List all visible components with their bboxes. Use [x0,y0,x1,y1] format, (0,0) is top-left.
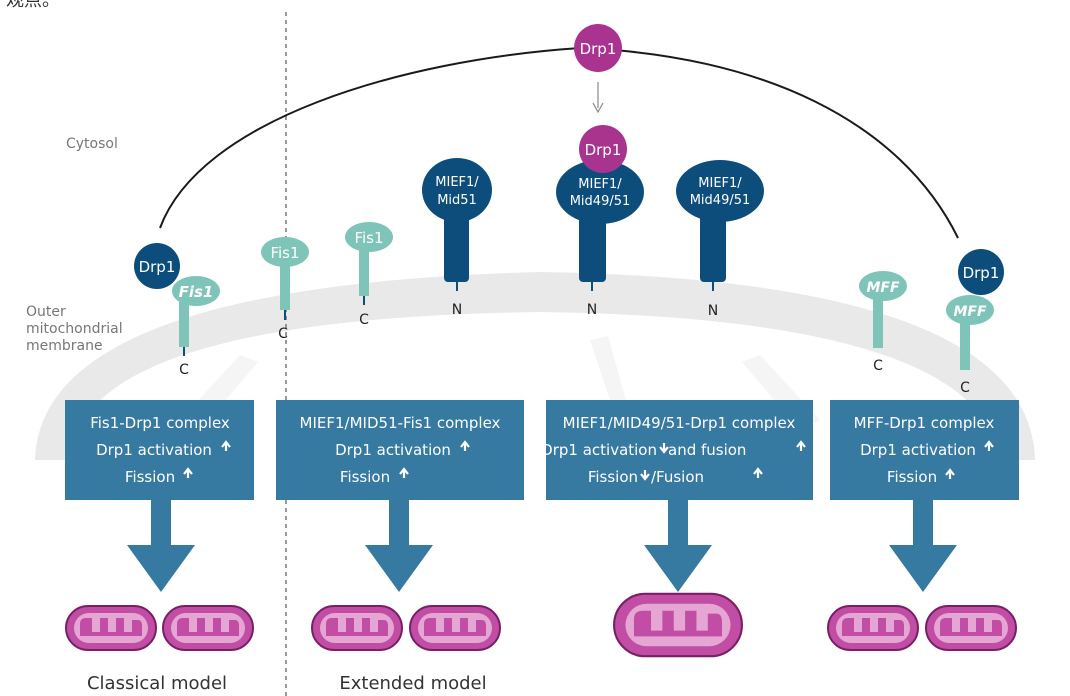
mff-a-label: MFF [866,280,899,296]
fis1-standalone-a [261,237,309,320]
mief1-mid4951 [676,160,764,291]
mief1-mid51 [422,158,492,291]
classical-fis1-label: Fis1 [179,283,214,301]
mff-b-c-terminal: C [960,380,970,396]
mitochondrion-extended-1 [311,605,403,651]
cytosolic-drp1-label: Drp1 [580,40,617,58]
box3-fusion2-up-icon [753,467,763,478]
box4-activation-up-icon [984,440,994,451]
fis1-standalone-b [345,222,393,305]
mff-drp1-label: Drp1 [963,264,1000,282]
box2-title: MIEF1/MID51-Fis1 complex [300,414,501,432]
box-mff-drp1 [830,400,1019,592]
mff-a-c-terminal: C [873,358,883,374]
omm-label-1: Outer [26,304,66,320]
omm-label-2: mitochondrial [26,321,123,337]
box4-title: MFF-Drp1 complex [854,414,995,432]
fis1-a-label: Fis1 [270,244,299,262]
mief1-mid4951-a-line2: Mid49/51 [570,194,631,209]
mief1-mid4951-drp1 [556,125,644,291]
extended-model-label: Extended model [339,673,486,694]
mid51-n-terminal: N [452,302,462,318]
box3-title: MIEF1/MID49/51-Drp1 complex [563,414,796,432]
top-partial-text: 观点。 [6,0,60,11]
box3-fusion: and fusion [668,441,746,459]
classical-c-terminal: C [179,362,189,378]
mief1-mid4951-b-line2: Mid49/51 [690,193,751,208]
box1-activation-up-icon [221,440,231,451]
box3-fission: Fission [588,468,638,486]
mitochondrion-mff-1 [827,605,919,651]
box2-fission-up-icon [399,467,409,478]
box3-fusion-up-icon [796,440,806,451]
fis1-a-c-terminal: C [278,326,288,342]
box1-fission-up-icon [183,467,193,478]
box1-title: Fis1-Drp1 complex [90,414,230,432]
box-mief1-mid4951-drp1 [546,400,813,592]
mitochondrion-mff-2 [925,605,1017,651]
cytosol-label: Cytosol [66,136,118,152]
box4-activation: Drp1 activation [860,441,976,459]
box2-activation-up-icon [460,440,470,451]
box2-activation: Drp1 activation [335,441,451,459]
mid4951-a-n-terminal: N [587,302,597,318]
fis1-b-label: Fis1 [354,229,383,247]
omm-label-3: membrane [26,338,103,354]
box3-activation-down-icon [659,443,669,454]
mff-b-label: MFF [953,304,986,320]
mief1-mid51-line2: Mid51 [437,193,477,208]
cytosolic-drp1 [574,24,622,72]
box3-fusion2: /Fusion [651,468,704,486]
mief1-mid51-line1: MIEF1/ [435,175,479,190]
mief1-mid4951-b-line1: MIEF1/ [698,176,742,191]
mitochondrion-classical-1 [65,605,157,651]
box-fis1-drp1 [65,400,254,592]
box4-fission: Fission [887,468,937,486]
fis1-drp1-assembly [134,243,220,356]
mitochondrion-classical-2 [162,605,254,651]
box3-fission-down-icon [640,470,650,481]
mief1-mid4951-a-line1: MIEF1/ [578,177,622,192]
mitochondrion-extended-2 [409,605,501,651]
box-mief1-mid51-fis1 [276,400,524,592]
bound-drp1-label: Drp1 [585,141,622,159]
mitochondrion-fused [613,592,743,658]
classical-drp1-label: Drp1 [139,258,176,276]
box3-activation: Drp1 activation [541,441,657,459]
box1-activation: Drp1 activation [96,441,212,459]
box4-fission-up-icon [945,468,955,479]
classical-model-label: Classical model [87,673,227,694]
fis1-b-c-terminal: C [359,312,369,328]
mff-drp1-assembly [946,249,1004,370]
mid4951-b-n-terminal: N [708,303,718,319]
box1-fission: Fission [125,468,175,486]
mff-standalone [859,271,907,348]
box2-fission: Fission [340,468,390,486]
drp1-recruitment-arc [159,46,959,239]
